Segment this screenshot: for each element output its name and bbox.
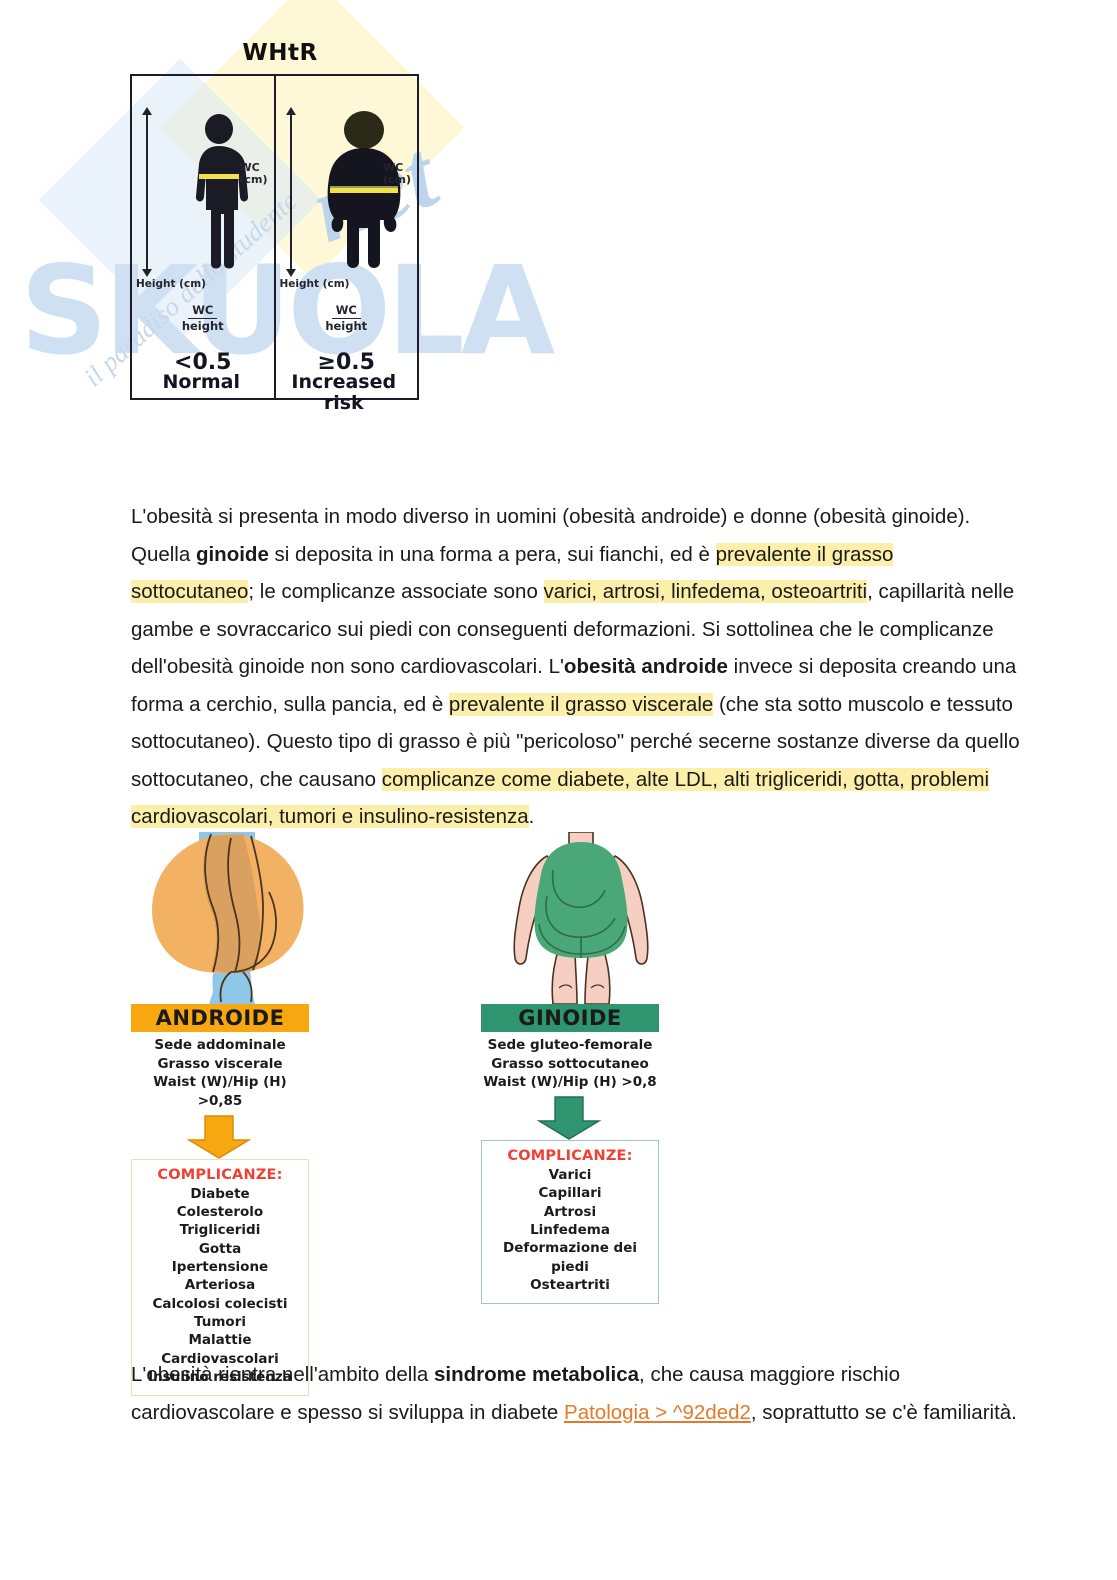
whtr-diagram-box: Height (cm) WC (cm) WC height <0.5 [130, 74, 419, 400]
android-gynoid-figure: ANDROIDE Sede addominale Grasso visceral… [131, 831, 751, 1397]
body-text: , soprattutto se c'è familiarità. [750, 1400, 1017, 1424]
android-complication-item: Gotta [198, 1240, 242, 1257]
paragraph-metabolic-syndrome: L'obesità rientra nell'ambito della sind… [131, 1356, 1021, 1431]
whtr-caption-risk: Increased risk [291, 371, 397, 415]
whtr-title: WHtR [242, 40, 318, 66]
android-banner: ANDROIDE [131, 1004, 309, 1032]
android-description: Sede addominale Grasso viscerale Waist (… [153, 1037, 287, 1109]
android-complication-item: Diabete [190, 1185, 250, 1202]
android-complication-item: Malattie Cardiovascolari [161, 1332, 279, 1367]
gynoid-banner: GINOIDE [481, 1004, 659, 1032]
body-text: , che causa maggiore rischio cardiovasco… [131, 1363, 900, 1424]
gynoid-down-arrow-icon [481, 1092, 659, 1140]
whtr-fraction-risk: WC height [325, 303, 368, 334]
emphasis-text: obesità androide [563, 655, 728, 678]
body-text: , capillarità nelle gambe e sovraccarico… [131, 580, 1015, 678]
height-arrow-icon [285, 107, 296, 277]
whtr-height-label-normal: Height (cm) [136, 278, 206, 290]
gynoid-complication-item: Linfedema [530, 1221, 610, 1238]
gynoid-complications-box: COMPLICANZE: Varici Capillari Artrosi Li… [481, 1139, 659, 1305]
gynoid-description: Sede gluteo-femorale Grasso sottocutaneo… [483, 1037, 657, 1091]
internal-link[interactable]: Patologia > ^92ded2 [564, 1400, 751, 1424]
android-complications-title: COMPLICANZE: [157, 1166, 283, 1183]
whtr-height-label-risk: Height (cm) [279, 278, 350, 290]
whtr-ratio-risk: ≥0.5 [317, 350, 375, 375]
whtr-caption-normal: Normal [162, 371, 240, 393]
body-text: ; le complicanze associate sono [248, 580, 544, 603]
body-text: ità si presenta in modo diverso in uomin… [131, 505, 971, 566]
gynoid-column: GINOIDE Sede gluteo-femorale Grasso sott… [481, 831, 731, 1305]
android-complication-item: Trigliceridi [179, 1222, 261, 1239]
whtr-ratio-normal: <0.5 [174, 350, 232, 375]
gynoid-complication-item: Artrosi [543, 1203, 597, 1220]
whtr-captions: Normal Increased risk [130, 371, 415, 415]
emphasis-text: sindrome metabolica [433, 1363, 640, 1386]
whtr-fraction-normal: WC height [181, 303, 224, 334]
whtr-wc-label-risk: WC (cm) [382, 161, 411, 186]
gynoid-complications-title: COMPLICANZE: [507, 1147, 633, 1164]
highlighted-text: varici, artrosi, linfedema, osteoartriti [543, 580, 868, 603]
whtr-cell-increased-risk: Height (cm) WC (cm) WC height ≥0.5 [276, 76, 418, 398]
android-complication-item: Tumori [194, 1314, 246, 1331]
paragraph-obesity-types: L'obesità si presenta in modo diverso in… [131, 498, 1021, 836]
body-text: invece si deposita creando una forma a c… [131, 655, 1017, 716]
highlighted-text: prevalente il grasso viscerale [448, 692, 714, 716]
body-text: . [528, 805, 535, 828]
android-complication-item: Colesterolo [176, 1203, 264, 1220]
gynoid-complication-item: Deformazione dei piedi [502, 1240, 638, 1275]
gynoid-complication-item: Capillari [538, 1185, 602, 1202]
obese-person-silhouette-icon [316, 110, 412, 281]
gynoid-body-pear-shape-icon [481, 831, 731, 1005]
whtr-wc-label-normal: WC (cm) [239, 161, 268, 186]
body-text: (che sta sotto muscolo e tessuto sottocu… [131, 692, 1020, 791]
android-complication-item: Calcolosi colecisti [152, 1295, 288, 1312]
body-text: L'obesità rientra nell'ambito della [131, 1363, 434, 1386]
height-arrow-icon [142, 107, 152, 277]
whtr-cell-normal: Height (cm) WC (cm) WC height <0.5 [132, 76, 276, 398]
android-down-arrow-icon [131, 1111, 309, 1159]
body-text: L'obes [131, 505, 191, 528]
gynoid-complication-item: Osteartriti [530, 1277, 610, 1294]
android-body-apple-shape-icon [131, 832, 381, 1004]
android-complications-box: COMPLICANZE: Diabete Colesterolo Triglic… [131, 1158, 309, 1397]
body-text: si deposita in una forma a pera, sui fia… [268, 542, 716, 566]
android-complication-item: Ipertensione Arteriosa [171, 1258, 269, 1294]
android-column: ANDROIDE Sede addominale Grasso visceral… [131, 832, 381, 1397]
normal-person-silhouette-icon [184, 114, 254, 279]
gynoid-complication-item: Varici [548, 1166, 592, 1183]
android-complication-item: Insulino resistenza [148, 1369, 292, 1386]
whtr-figure: WHtR Height (cm) WC (cm) W [130, 40, 430, 490]
emphasis-text: ginoide [195, 542, 269, 566]
